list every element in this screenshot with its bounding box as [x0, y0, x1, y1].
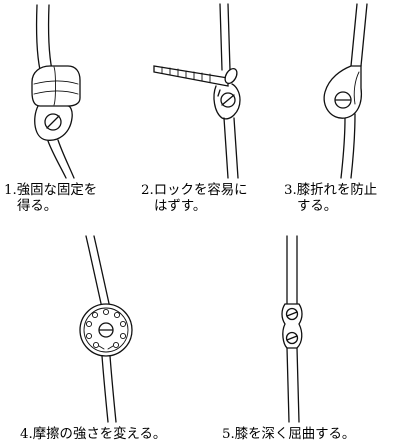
caption-5-number: 5.: [222, 427, 235, 442]
caption-figure-4: 4.摩擦の強さを変える。: [20, 427, 166, 443]
caption-2-line-2: はずす。: [154, 199, 207, 214]
upright-bar-upper: [219, 3, 231, 71]
caption-4-line-1: 摩擦の強さを変える。: [32, 427, 167, 442]
caption-3-line-1: 膝折れを防止: [296, 183, 378, 198]
caption-figure-1: 1.強固な固定を 得る。: [4, 183, 97, 215]
upright-bar-upper: [35, 4, 53, 71]
caption-4-number: 4.: [20, 427, 33, 442]
upright-bar-lower: [223, 117, 239, 179]
upright-bar-lower: [340, 113, 356, 179]
friction-dial: [79, 303, 133, 357]
offset-joint-housing: [323, 65, 363, 119]
upright-bar-lower: [101, 355, 117, 423]
caption-2-line-1: ロックを容易に: [153, 183, 248, 198]
caption-figure-3: 3.膝折れを防止 する。: [284, 183, 377, 215]
figure-2-bail-lock: [153, 3, 241, 179]
figure-5-double-axis: [281, 235, 303, 423]
upright-bar-lower: [286, 347, 300, 423]
caption-5-line-1: 膝を深く屈曲する。: [234, 427, 356, 442]
release-lever: [153, 65, 238, 87]
joint-housing: [213, 83, 241, 120]
caption-3-number: 3.: [284, 183, 297, 198]
lock-ring: [31, 65, 81, 107]
figure-1-ring-lock: [31, 4, 81, 179]
figure-3-offset-joint: [323, 3, 368, 179]
caption-1-number: 1.: [4, 183, 17, 198]
upright-bar-upper: [286, 235, 298, 305]
caption-figure-5: 5.膝を深く屈曲する。: [222, 427, 355, 443]
double-axis-plate: [281, 303, 303, 349]
joint-housing: [34, 105, 73, 141]
figure-4-friction-dial: [79, 235, 133, 423]
upright-bar-upper: [350, 3, 368, 67]
caption-figure-2: 2.ロックを容易に はずす。: [141, 183, 248, 215]
caption-3-line-2: する。: [297, 199, 338, 214]
upright-bar-lower: [47, 139, 75, 179]
caption-1-line-1: 強固な固定を: [16, 183, 98, 198]
caption-2-number: 2.: [141, 183, 154, 198]
caption-1-line-2: 得る。: [17, 199, 58, 214]
upright-bar-upper: [85, 235, 111, 309]
